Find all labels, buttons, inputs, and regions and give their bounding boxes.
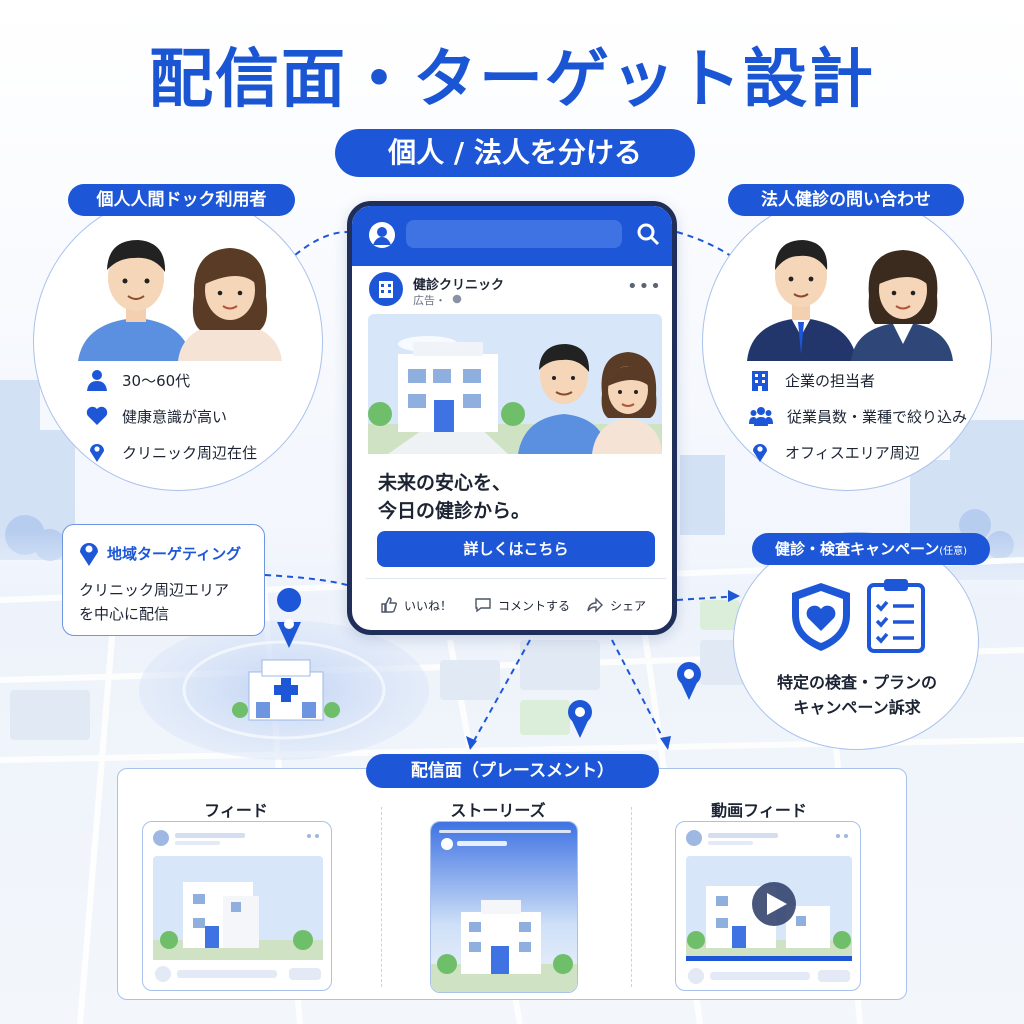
location-pin-icon <box>753 444 767 462</box>
placements-header: 配信面（プレースメント） <box>366 754 659 788</box>
regional-line1: クリニック周辺エリア <box>79 581 230 599</box>
clinic-building-icon <box>232 659 340 721</box>
regional-line2: を中心に配信 <box>79 605 170 623</box>
share-button[interactable]: シェア <box>586 596 646 614</box>
regional-targeting-box: 地域ターゲティング クリニック周辺エリア を中心に配信 <box>62 524 265 636</box>
clinic-name[interactable]: 健診クリニック <box>413 278 505 293</box>
feature-office-area: オフィスエリア周辺 <box>749 441 967 463</box>
business-people-illustration <box>747 240 953 361</box>
placement-stories-label: ストーリーズ <box>450 801 546 820</box>
campaign-line2: キャンペーン訴求 <box>793 698 921 717</box>
comment-icon <box>475 598 491 613</box>
feature-residence: クリニック周辺在住 <box>86 441 257 463</box>
feature-company-contact: 企業の担当者 <box>749 369 967 391</box>
feature-age: 30〜60代 <box>86 369 257 391</box>
city-skyline <box>0 380 1024 580</box>
campaign-circle: 特定の検査・プランの キャンペーン訴求 <box>733 532 979 750</box>
feature-health-conscious: 健康意識が高い <box>86 405 257 427</box>
corporate-target-circle: 企業の担当者 従業員数・業種で絞り込み オフィスエリア周辺 <box>702 193 992 491</box>
checklist-icon <box>867 579 925 653</box>
corporate-header: 法人健診の問い合わせ <box>728 184 964 216</box>
location-pin-icon <box>80 542 98 566</box>
building-icon <box>752 371 768 391</box>
map-pins <box>277 588 701 738</box>
subtitle-pill: 個人 / 法人を分ける <box>335 129 695 177</box>
heart-icon <box>86 406 108 425</box>
placements-panel: フィード ストーリーズ 動画フィード <box>117 768 907 1000</box>
video-feed-placement-card <box>675 821 861 991</box>
comment-button[interactable]: コメントする <box>474 596 570 614</box>
ad-image <box>368 314 662 454</box>
app-header-bar <box>352 206 672 266</box>
feed-preview <box>153 830 323 982</box>
couple-illustration <box>78 240 282 361</box>
more-options-icon[interactable]: ••• <box>627 276 662 297</box>
building-icon <box>379 281 393 298</box>
campaign-header: 健診・検査キャンペーン(任意) <box>752 533 990 565</box>
phone-ad-mockup: 健診クリニック 広告・ ••• 未来の安心を、 今日の健診から。 詳しくはこちら… <box>347 201 677 635</box>
share-icon <box>587 597 603 613</box>
video-feed-preview <box>686 830 852 984</box>
divider <box>366 578 666 579</box>
feature-employee-filter: 従業員数・業種で絞り込み <box>749 405 967 427</box>
search-icon[interactable] <box>636 222 660 246</box>
clinic-logo[interactable] <box>369 272 403 306</box>
ad-headline-line2: 今日の健診から。 <box>378 500 531 522</box>
search-bar[interactable] <box>406 220 622 248</box>
location-pin-icon <box>90 444 104 462</box>
like-button[interactable]: いいね！ <box>380 596 452 614</box>
individual-target-circle: 30〜60代 健康意識が高い クリニック周辺在住 <box>33 193 323 491</box>
profile-avatar-icon[interactable] <box>368 221 396 249</box>
stories-preview <box>431 822 577 992</box>
divider <box>381 807 382 987</box>
learn-more-button[interactable]: 詳しくはこちら <box>377 531 655 567</box>
sponsored-label: 広告・ <box>413 294 446 307</box>
person-icon <box>87 370 107 391</box>
individual-header: 個人人間ドック利用者 <box>68 184 295 216</box>
feed-placement-card <box>142 821 332 991</box>
divider <box>631 807 632 987</box>
placement-video-feed-label: 動画フィード <box>711 801 807 820</box>
thumbs-up-icon <box>381 597 398 613</box>
regional-header: 地域ターゲティング <box>107 545 242 563</box>
ad-headline-line1: 未来の安心を、 <box>378 472 512 494</box>
shield-heart-icon <box>792 583 850 651</box>
stories-placement-card <box>430 821 578 993</box>
page-title: 配信面・ターゲット設計 <box>149 43 875 117</box>
placement-feed-label: フィード <box>204 801 268 820</box>
campaign-line1: 特定の検査・プランの <box>776 673 937 692</box>
globe-icon <box>452 294 462 304</box>
people-group-icon <box>749 407 773 426</box>
